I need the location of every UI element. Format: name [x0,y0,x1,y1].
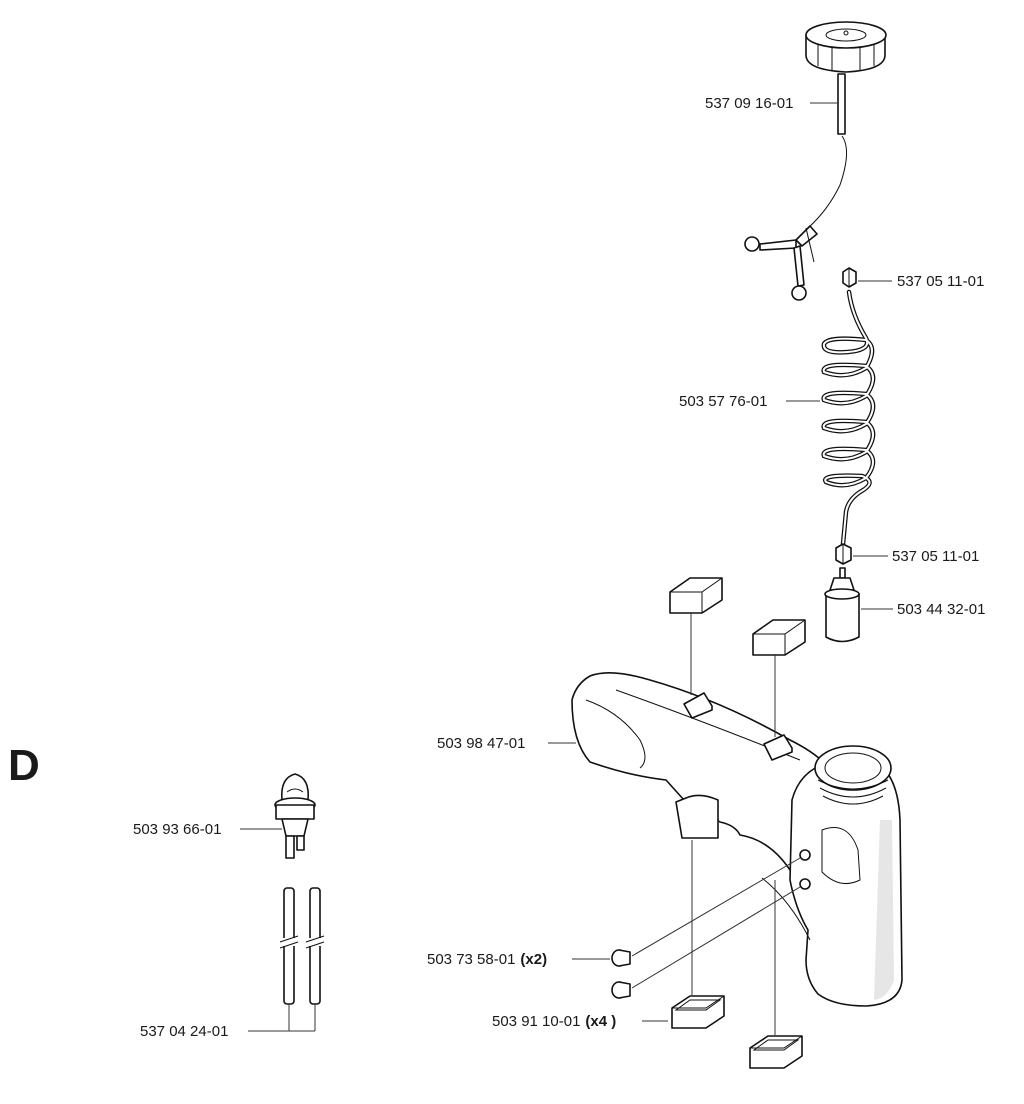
fuel-hose-label: 503 57 76-01 [679,393,767,410]
screw-lower [611,981,631,999]
fuel-tank [571,672,903,1007]
screw-qty: (x2) [520,951,547,968]
fitting-bottom-label: 537 05 11-01 [892,548,979,565]
fuel-filter [824,567,860,643]
return-hoses [279,887,325,1005]
primer-bulb [274,773,316,859]
fitting-bottom [835,543,852,565]
screw-number: 503 73 58-01 [427,951,515,968]
fuel-filter-label: 503 44 32-01 [897,601,985,618]
primer-bulb-label: 503 93 66-01 [133,821,221,838]
fuel-tank-label: 503 98 47-01 [437,735,525,752]
fitting-top [842,267,857,288]
rubber-mount-top-right [752,619,806,656]
return-hoses-label: 537 04 24-01 [140,1023,228,1040]
fuel-cap [744,21,887,301]
fuel-hose [821,289,876,547]
rubber-mount-top-left [669,577,723,614]
fuel-cap-label: 537 09 16-01 [705,95,793,112]
fitting-top-label: 537 05 11-01 [897,273,984,290]
rubber-mount-bottom-left [671,995,725,1029]
section-letter: D [8,741,40,790]
rubber-mount-qty: (x4 ) [585,1013,616,1030]
screw-label: 503 73 58-01 (x2) [427,951,547,968]
rubber-mount-bottom-right [749,1035,803,1069]
rubber-mount-label: 503 91 10-01 (x4 ) [492,1013,616,1030]
screw-upper [611,949,631,967]
rubber-mount-number: 503 91 10-01 [492,1013,580,1030]
